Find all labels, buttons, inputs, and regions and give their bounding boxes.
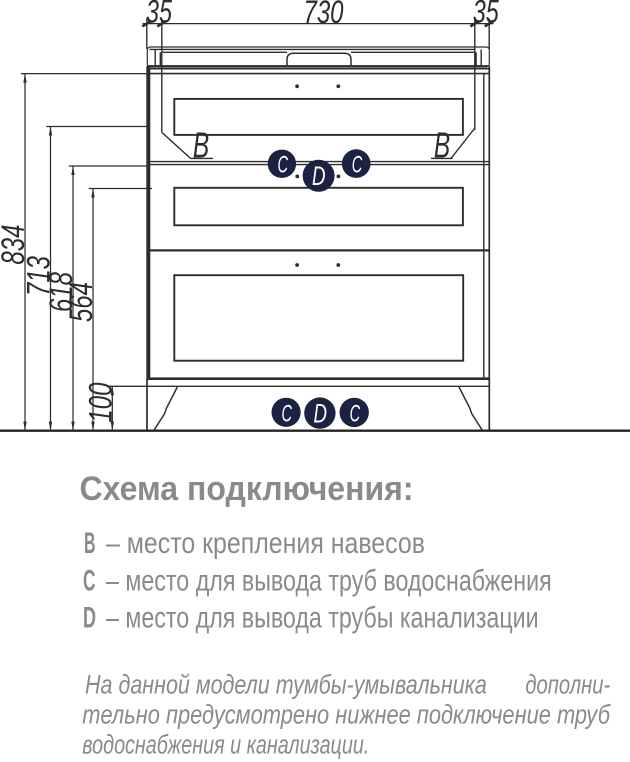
svg-text:B: B: [193, 125, 209, 166]
svg-text:100: 100: [82, 382, 118, 422]
svg-text:C: C: [277, 152, 288, 179]
svg-text:D: D: [83, 601, 96, 634]
svg-text:На данной модели тумбы-умываль: На данной модели тумбы-умывальника: [85, 669, 487, 699]
svg-text:– место для вывода труб водосн: – место для вывода труб водоснабжения: [106, 564, 552, 597]
svg-text:дополни-: дополни-: [525, 669, 610, 699]
svg-text:водоснабжения и канализации.: водоснабжения и канализации.: [82, 730, 369, 760]
svg-text:– место для вывода трубы канал: – место для вывода трубы канализации: [106, 601, 539, 634]
svg-text:B: B: [434, 125, 450, 166]
svg-text:B: B: [84, 527, 96, 560]
svg-text:C: C: [83, 564, 96, 597]
svg-text:730: 730: [304, 0, 344, 30]
svg-text:C: C: [350, 401, 361, 428]
svg-text:Схема подключения:: Схема подключения:: [80, 470, 414, 508]
svg-text:– место крепления навесов: – место крепления навесов: [106, 527, 425, 560]
svg-text:564: 564: [63, 282, 99, 322]
svg-text:834: 834: [0, 225, 31, 265]
svg-text:618: 618: [43, 272, 79, 312]
svg-text:C: C: [352, 151, 363, 178]
svg-text:C: C: [281, 400, 292, 427]
svg-text:тельно предусмотрено нижнее по: тельно предусмотрено нижнее подключение …: [82, 699, 610, 729]
svg-text:35: 35: [146, 0, 172, 30]
svg-text:35: 35: [473, 0, 499, 30]
svg-text:D: D: [312, 161, 326, 191]
svg-text:D: D: [313, 398, 327, 428]
svg-text:713: 713: [21, 256, 57, 296]
